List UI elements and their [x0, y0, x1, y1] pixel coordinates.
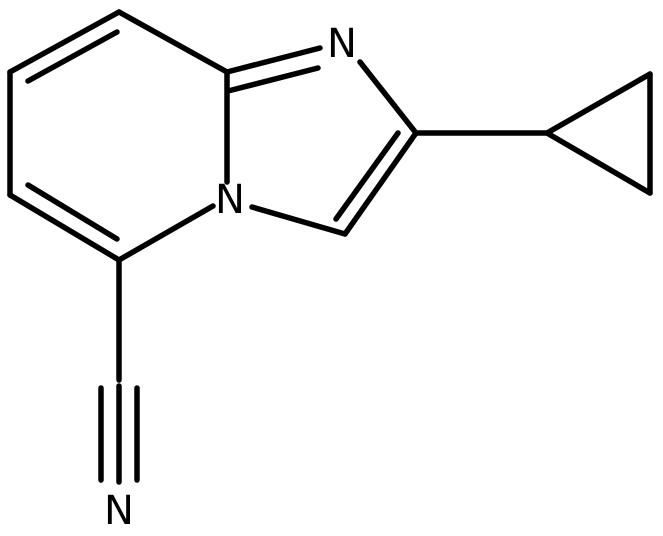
atom-label-n1: N: [327, 21, 357, 67]
bond-cp3-cp1: [544, 130, 653, 196]
bond-c8-c8a: [116, 9, 230, 75]
bond-c5-n4: [116, 203, 216, 263]
bond-c8-c7-inner: [25, 29, 120, 84]
bond-c3-n4: [249, 204, 348, 237]
bond-c8a-n1: [224, 45, 323, 75]
bond-n1-c2: [357, 59, 419, 136]
bonds: [7, 9, 653, 485]
bond-c2-c3-inner: [333, 130, 401, 222]
bond-c6-c5-inner: [25, 182, 120, 242]
bond-c8-c7: [7, 9, 122, 75]
atom-label-n4: N: [215, 177, 245, 223]
atom-labels: N N N: [104, 21, 357, 534]
bond-cp1-cp2: [544, 71, 653, 136]
atom-label-nitrile-n: N: [104, 488, 134, 534]
bond-c6-c5: [7, 192, 122, 263]
bond-c8a-n1-inner: [225, 65, 321, 94]
bond-c2-c3: [342, 130, 419, 237]
